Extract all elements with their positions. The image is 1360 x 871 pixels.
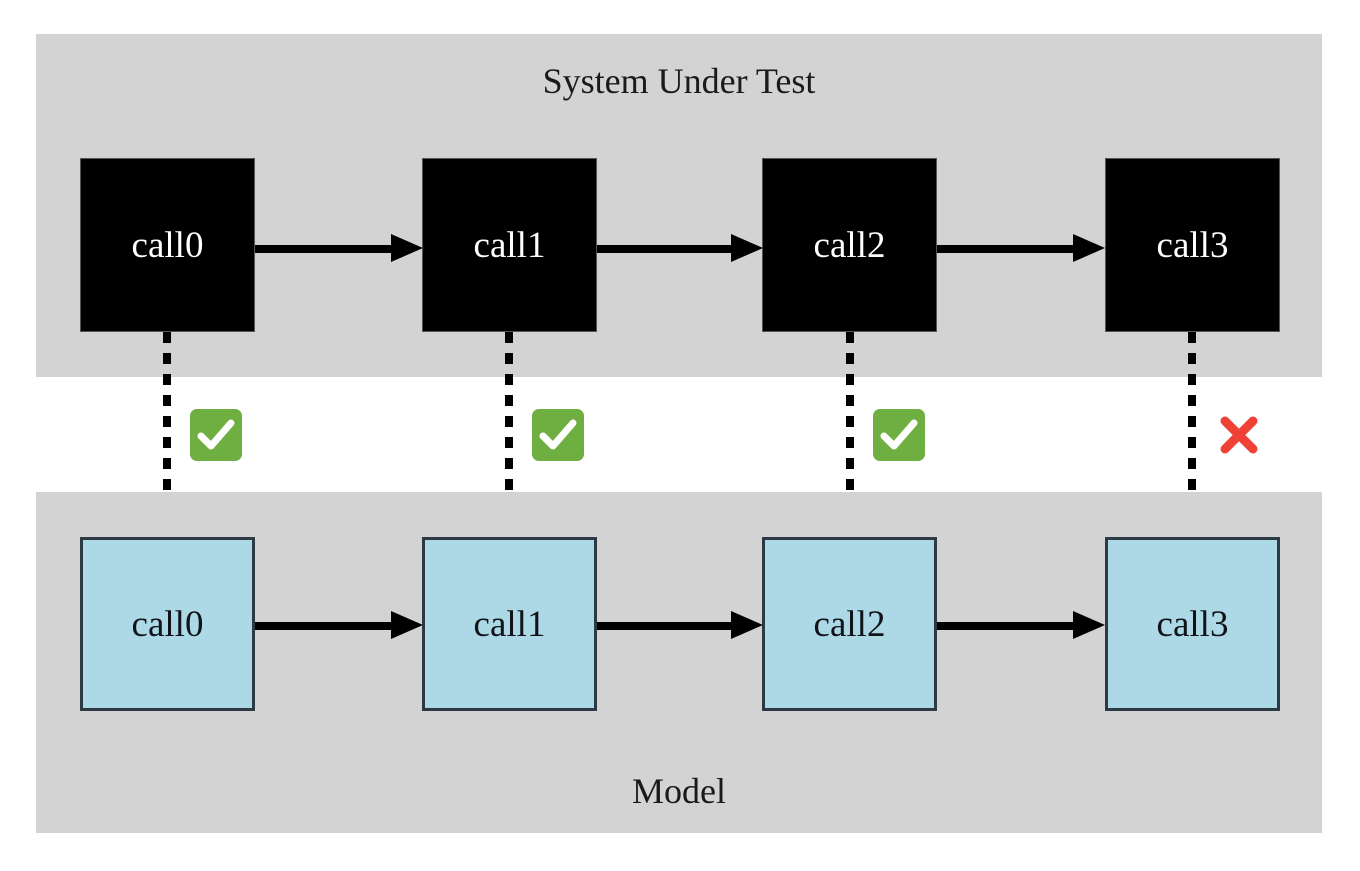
arrow-shaft	[937, 245, 1077, 253]
arrow-shaft	[597, 622, 735, 630]
dashed-line	[846, 332, 854, 498]
model-node-call1[interactable]: call1	[422, 537, 597, 711]
model-arrow-call2-call3	[937, 611, 1105, 639]
check-mark-button-icon	[190, 409, 242, 461]
sut-node-call3-label: call3	[1156, 224, 1229, 266]
arrow-shaft	[937, 622, 1077, 630]
sut-node-call0[interactable]: call0	[80, 158, 255, 332]
arrow-head-icon	[731, 234, 763, 262]
dashed-line	[163, 332, 171, 498]
lane-title-system-under-test: System Under Test	[542, 61, 816, 101]
model-node-call1-label: call1	[473, 603, 546, 645]
arrow-head-icon	[1073, 611, 1105, 639]
check-mark-button-icon	[873, 409, 925, 461]
sut-arrow-call2-call3	[937, 234, 1105, 262]
model-node-call0[interactable]: call0	[80, 537, 255, 711]
dashed-line	[505, 332, 513, 498]
sut-node-call2-label: call2	[813, 224, 886, 266]
sut-arrow-call1-call2	[597, 234, 763, 262]
arrow-shaft	[255, 245, 395, 253]
model-node-call3[interactable]: call3	[1105, 537, 1280, 711]
arrow-shaft	[255, 622, 395, 630]
model-node-call2-label: call2	[813, 603, 886, 645]
arrow-head-icon	[391, 611, 423, 639]
model-node-call0-label: call0	[131, 603, 204, 645]
arrow-shaft	[597, 245, 735, 253]
arrow-head-icon	[731, 611, 763, 639]
model-arrow-call1-call2	[597, 611, 763, 639]
sut-node-call1-label: call1	[473, 224, 546, 266]
sut-node-call2[interactable]: call2	[762, 158, 937, 332]
sut-arrow-call0-call1	[255, 234, 423, 262]
cross-mark-icon	[1213, 409, 1265, 461]
dashed-line	[1188, 332, 1196, 498]
sut-node-call3[interactable]: call3	[1105, 158, 1280, 332]
model-arrow-call0-call1	[255, 611, 423, 639]
arrow-head-icon	[391, 234, 423, 262]
lane-title-model: Model	[632, 771, 726, 811]
model-node-call3-label: call3	[1156, 603, 1229, 645]
sut-node-call1[interactable]: call1	[422, 158, 597, 332]
arrow-head-icon	[1073, 234, 1105, 262]
model-node-call2[interactable]: call2	[762, 537, 937, 711]
check-mark-button-icon	[532, 409, 584, 461]
sut-node-call0-label: call0	[131, 224, 204, 266]
